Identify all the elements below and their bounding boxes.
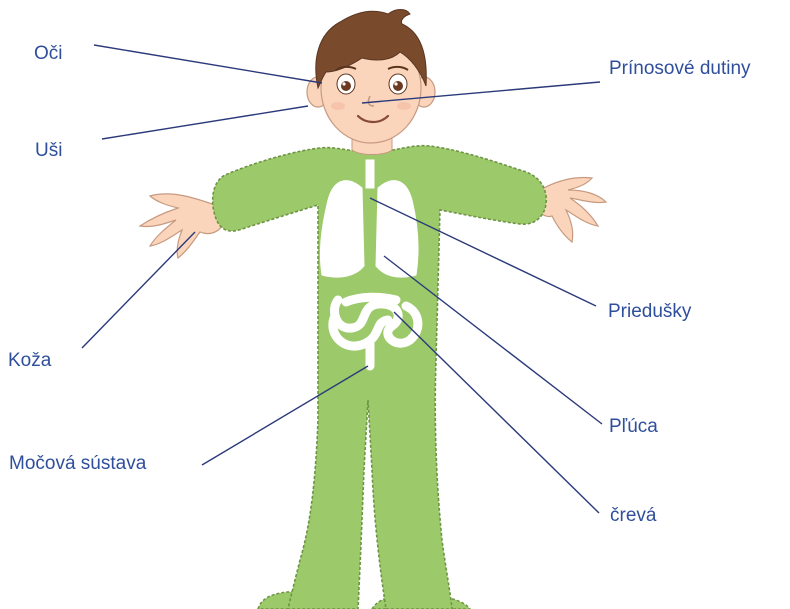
left-hand [140, 194, 222, 258]
label-skin: Koža [8, 350, 51, 372]
label-urinary-system: Močová sústava [9, 453, 146, 475]
label-eyes: Oči [34, 43, 63, 65]
label-ears: Uši [35, 140, 62, 162]
leader-skin [82, 232, 195, 348]
label-intestines: črevá [610, 505, 656, 527]
label-bronchi: Priedušky [608, 301, 691, 323]
label-lungs: Pľúca [609, 416, 658, 438]
leader-eyes [94, 45, 322, 83]
leader-ears [102, 106, 308, 139]
right-hand [538, 178, 606, 243]
label-sinuses: Prínosové dutiny [609, 58, 751, 80]
